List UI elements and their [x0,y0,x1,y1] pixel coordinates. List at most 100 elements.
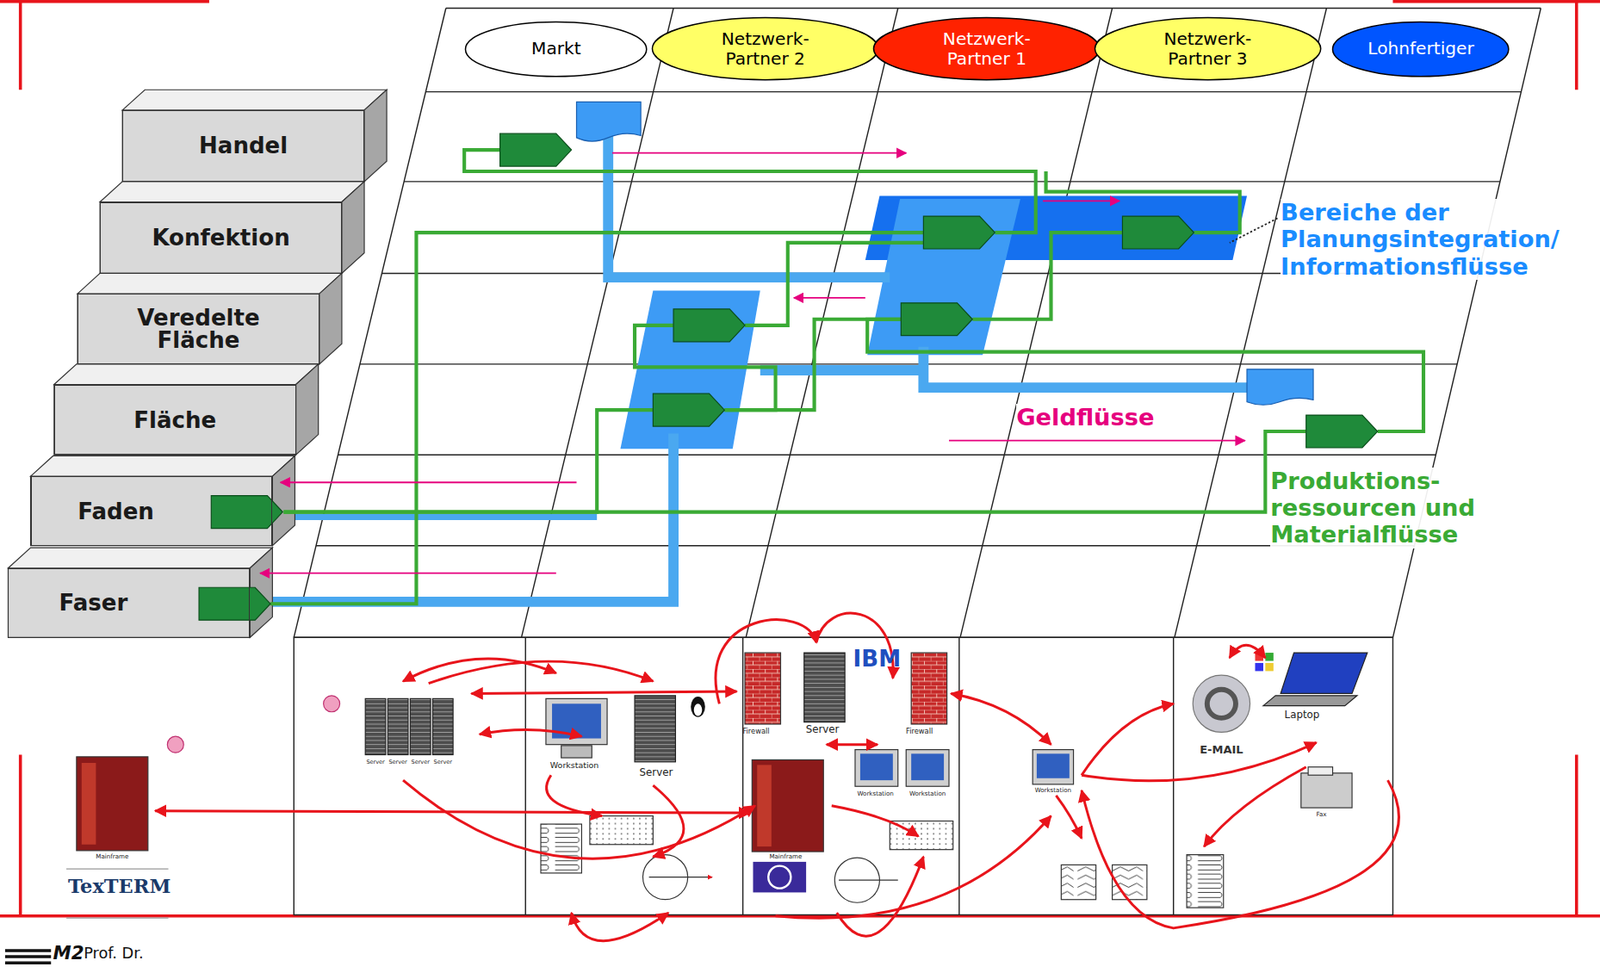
system-link [428,661,654,683]
document-shape [1246,369,1314,405]
it-icons [81,762,97,845]
it-icons [5,950,51,963]
stage-front [122,110,365,182]
it-icons [1192,675,1250,732]
icon-label: Server [795,724,850,737]
document-shape [576,101,1314,405]
it-icons [838,880,899,881]
ellipse-shape [465,21,647,76]
it-icons [911,753,944,781]
stage-front [54,384,297,456]
it-icons [1036,753,1070,778]
it-icons [561,745,593,758]
icon-label: Firewall [895,727,943,737]
stage-name: Veredelte Fläche [98,306,299,352]
icon-label: Workstation [539,761,611,771]
grid-line [293,7,1541,915]
planning-region [620,291,760,450]
money-flow [260,572,557,575]
it-icons [1308,767,1333,776]
it-icons [1263,695,1358,707]
stage-side [296,364,319,455]
system-link [155,811,751,813]
stage-block: Faden [31,476,273,546]
icon-label: Firewall [732,727,781,737]
system-link [1203,767,1306,847]
it-icons [690,696,706,718]
money-flow [260,153,1245,574]
money-flow [1042,199,1120,202]
it-icons [1060,864,1096,900]
it-icons [387,698,409,755]
resource-pentagon [1122,216,1194,249]
it-icons [1186,855,1224,909]
icon-label: Laptop [1271,709,1333,722]
it-icons [1032,750,1073,785]
icon-label: Server [408,759,433,766]
icon-label: M2 [53,942,85,965]
icon-label: Mainframe [86,853,138,861]
icon-label: Workstation [900,790,955,798]
it-icons [744,652,781,725]
stage-block: Fläche [54,384,297,456]
material-flow [283,409,653,512]
it-icons [5,652,1368,963]
partner-ellipse: Netzwerk- Partner 3 [1093,16,1322,81]
document-shape [576,101,641,142]
grid-line [525,637,1173,915]
it-icons [589,816,653,845]
icon-label: Server [363,759,388,766]
partner-ellipse: Lohnfertiger [1331,20,1510,78]
flow-legend-label: Produktions- ressourcen und Materialflüs… [1270,467,1576,549]
stage-front [77,293,320,365]
resource-pentagon [500,133,572,167]
icon-label: Server [630,767,682,780]
material-flow [972,232,1123,320]
icon-label: E-MAIL [1185,743,1258,757]
it-icons [905,750,949,788]
it-icons [1207,689,1236,719]
material-flow [270,149,1424,604]
partner-ellipse: Markt [464,20,648,78]
it-icons [1301,773,1352,808]
icon-label: Fax [1306,811,1338,819]
it-icons [540,824,582,874]
icon-label: TexTERM [62,875,175,899]
system-link [715,620,817,705]
flow-legend-label: Bereiche der Planungsintegration/ Inform… [1280,198,1594,280]
ellipse-shape [874,18,1100,81]
resource-pentagon [923,216,995,249]
system-link [1055,795,1082,839]
flow-legend-label: Geldflüsse [1016,403,1180,431]
information-flow [760,365,925,376]
stage-block: Veredelte Fläche [77,293,320,365]
resource-pentagon [1306,415,1378,448]
it-icons [1254,663,1263,671]
it-icons [860,753,894,781]
icon-label: Workstation [849,790,903,798]
icon-label: IBM [853,646,907,673]
material-flow [724,319,901,410]
it-icons [365,698,386,755]
stage-name: Faden [77,500,155,523]
system-link [652,785,684,857]
it-icons [649,876,713,878]
ellipse-shape [1333,21,1509,76]
information-flow [283,514,597,521]
stage-top [7,547,273,569]
it-icons [756,764,772,847]
system-link [950,693,1051,745]
it-icons [634,695,676,763]
partner-name: Markt [531,38,582,59]
stage-side [341,181,365,274]
it-icons [768,866,791,889]
partner-name: Netzwerk- Partner 2 [688,29,843,69]
stage-side [319,272,342,364]
icon-label: Server [430,759,455,766]
system-link [571,912,670,942]
money-flow [612,152,906,155]
system-link [1081,742,1317,781]
material-flow [744,242,924,326]
partner-ellipse: Netzwerk- Partner 2 [651,16,880,81]
stage-top [31,455,296,477]
